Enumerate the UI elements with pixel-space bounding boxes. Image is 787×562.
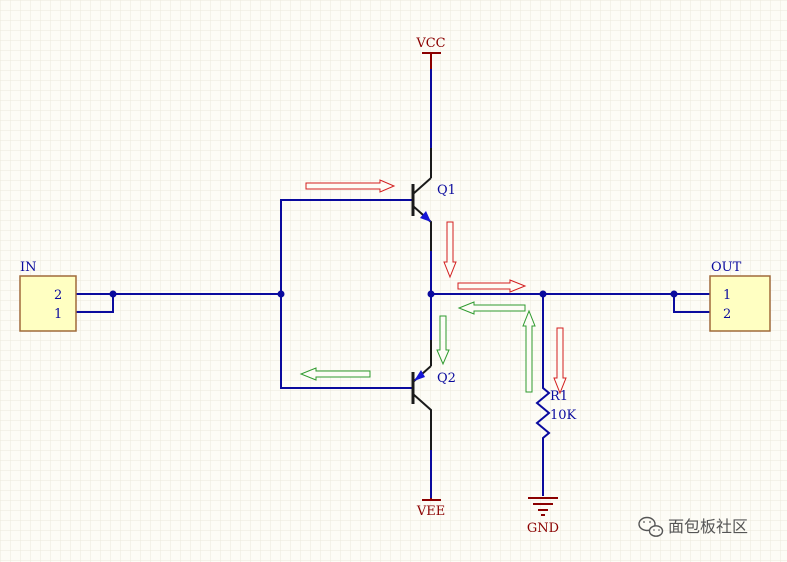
gnd-port: GND [527,497,559,536]
q1-label: Q1 [437,183,456,198]
connector-out-pin-bottom: 2 [723,307,731,322]
vee-port: VEE [416,498,445,519]
watermark-text: 面包板社区 [668,517,748,536]
arrow-right-icon [305,179,396,193]
arrow-up-icon [522,309,536,393]
q2-label: Q2 [437,371,456,386]
q2-emitter-arrow-icon [414,370,425,381]
vcc-label: VCC [415,36,445,51]
arrow-left-icon [457,301,526,315]
connector-in-label: IN [20,260,37,275]
connector-in-pin-bottom: 1 [54,307,62,322]
gnd-label: GND [527,521,559,536]
r1-name-label: R1 [550,389,568,404]
wechat-icon [638,516,664,537]
junction-dot [670,290,678,298]
q1-emitter-arrow-icon [420,211,431,222]
junction-dot [277,290,285,298]
wire-in-pin1 [75,293,114,313]
resistor-r1: R1 10K [535,378,577,448]
arrow-right-icon [457,279,527,293]
connector-in: IN 2 1 [19,260,77,332]
junction-dot [539,290,547,298]
transistor-q2: Q2 [411,340,456,450]
connector-out-body [709,275,771,332]
current-arrows [299,179,567,395]
connector-out-pin-top: 1 [723,288,731,303]
arrow-down-icon [553,327,567,395]
vcc-port: VCC [415,36,446,69]
junctions [109,290,678,298]
transistor-q1: Q1 [411,148,456,251]
connector-in-pin-top: 2 [54,288,62,303]
r1-value-label: 10K [550,408,577,423]
vee-label: VEE [416,504,445,519]
wire-out-pin2 [673,293,711,313]
arrow-left-icon [299,367,371,381]
wires [75,68,711,499]
connector-in-body [19,275,77,332]
arrow-down-icon [436,315,450,366]
junction-dot [109,290,117,298]
connector-out: OUT 1 2 [709,260,771,332]
junction-dot [427,290,435,298]
connector-out-label: OUT [711,260,742,275]
watermark: 面包板社区 [638,516,748,537]
arrow-down-icon [443,221,457,279]
